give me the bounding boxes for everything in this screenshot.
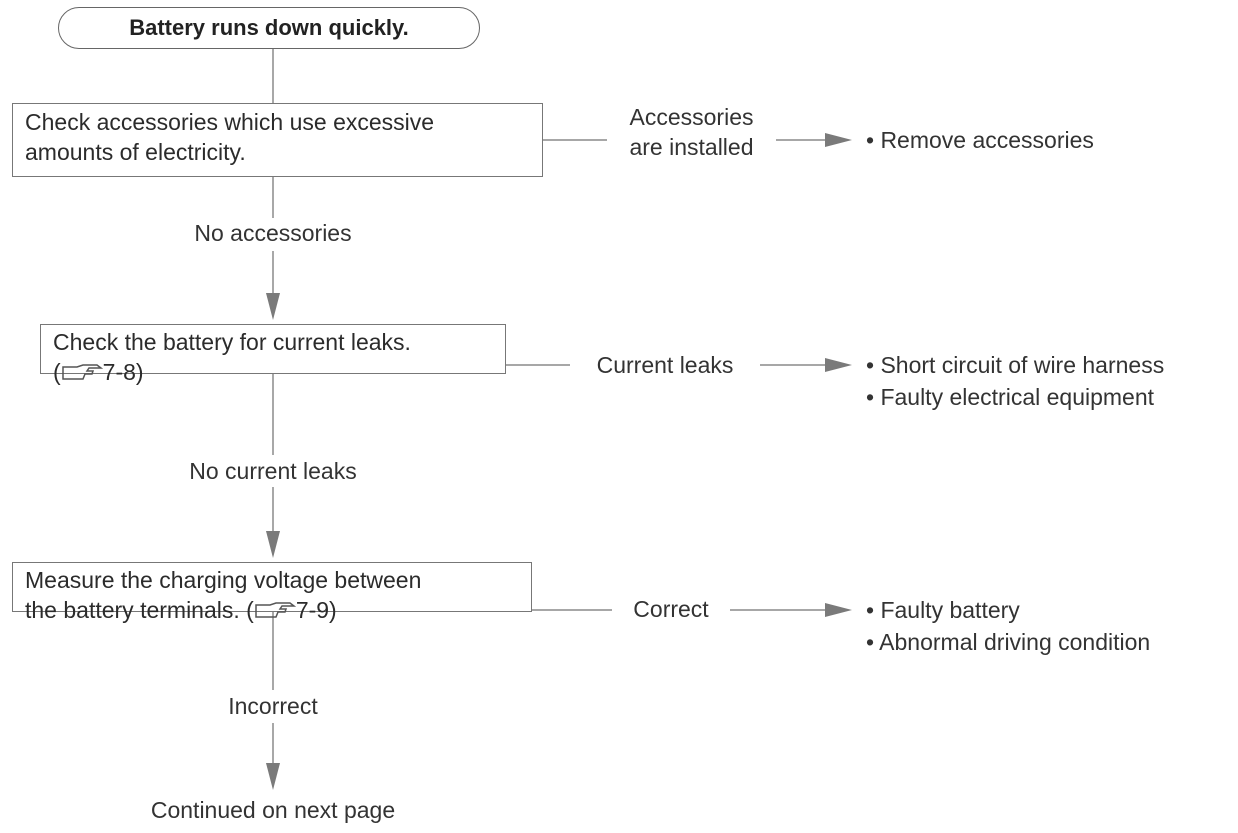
pointing-hand-icon bbox=[61, 364, 103, 380]
step3-ref-prefix: the battery terminals. ( bbox=[25, 597, 254, 623]
start-label: Battery runs down quickly. bbox=[129, 15, 409, 40]
step3-line2: the battery terminals. ( 7-9) bbox=[25, 595, 519, 625]
step2-next-label: No current leaks bbox=[189, 458, 357, 484]
step2-results: • Short circuit of wire harness • Faulty… bbox=[866, 349, 1164, 413]
arrowhead-icon bbox=[825, 133, 852, 147]
step3-result-item: • Abnormal driving condition bbox=[866, 629, 1151, 655]
step2-branch-label: Current leaks bbox=[596, 352, 734, 378]
step1-line2: amounts of electricity. bbox=[25, 139, 246, 165]
step1-branch-label: Accessories are installed bbox=[607, 102, 776, 162]
step1-results: • Remove accessories bbox=[866, 124, 1094, 156]
step3-line1: Measure the charging voltage between bbox=[25, 567, 422, 593]
step-box-check-current-leaks: Check the battery for current leaks. (7-… bbox=[40, 324, 506, 385]
arrowhead-icon bbox=[825, 358, 852, 372]
step1-line1: Check accessories which use excessive bbox=[25, 109, 435, 135]
arrowhead-icon bbox=[266, 531, 280, 558]
step2-result-item: • Faulty electrical equipment bbox=[866, 384, 1155, 410]
step-box-check-accessories: Check accessories which use excessive am… bbox=[12, 103, 543, 177]
end-label: Continued on next page bbox=[150, 797, 396, 823]
start-terminal: Battery runs down quickly. bbox=[58, 7, 480, 49]
step3-result-item: • Faulty battery bbox=[866, 597, 1020, 623]
arrowhead-icon bbox=[266, 763, 280, 790]
step2-ref-page: 7-8) bbox=[102, 359, 144, 385]
step2-result-item: • Short circuit of wire harness bbox=[866, 352, 1165, 378]
step3-branch-label: Correct bbox=[633, 596, 709, 622]
step2-line1: Check the battery for current leaks. bbox=[53, 329, 411, 355]
arrowhead-icon bbox=[266, 293, 280, 320]
step1-next-label: No accessories bbox=[194, 220, 352, 246]
step-box-measure-charging-voltage: Measure the charging voltage between the… bbox=[12, 562, 532, 623]
step3-next-label: Incorrect bbox=[228, 693, 318, 719]
step2-ref-prefix: ( bbox=[53, 359, 61, 385]
step2-line2: (7-8) bbox=[53, 357, 493, 387]
step1-branch-label-line2: are installed bbox=[629, 134, 754, 160]
step1-branch-label-line1: Accessories bbox=[629, 104, 754, 130]
pointing-hand-icon bbox=[255, 602, 296, 618]
arrowhead-icon bbox=[825, 603, 852, 617]
step1-result-item: • Remove accessories bbox=[866, 127, 1094, 153]
step3-ref-page: 7-9) bbox=[295, 597, 337, 623]
step3-results: • Faulty battery • Abnormal driving cond… bbox=[866, 594, 1150, 658]
